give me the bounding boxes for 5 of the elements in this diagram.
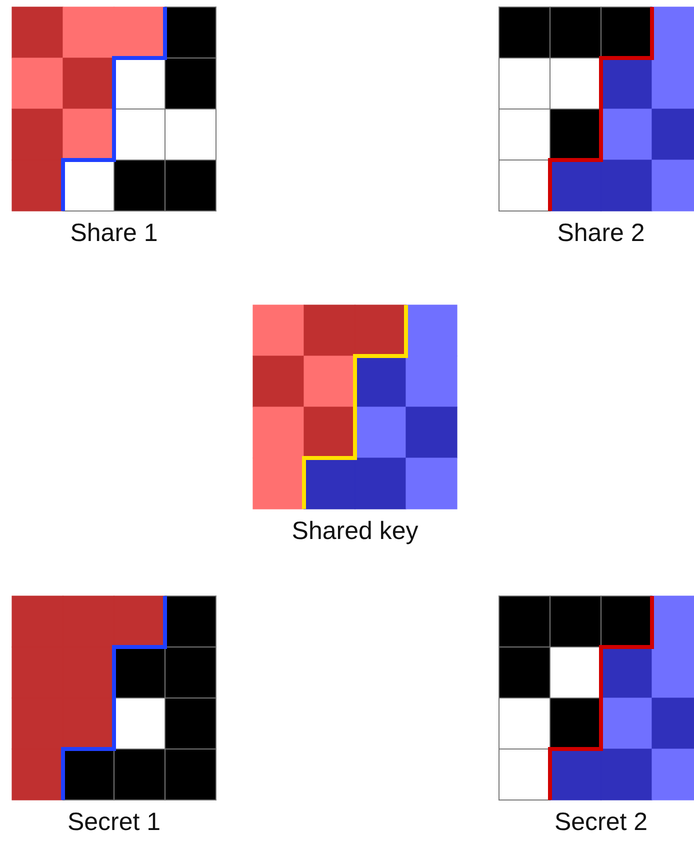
grid-caption: Secret 2 [553, 808, 649, 837]
grid-caption: Secret 1 [66, 808, 162, 837]
grid-caption: Share 2 [556, 219, 646, 248]
grid-caption: Shared key [290, 517, 420, 546]
grid-caption: Share 1 [69, 219, 159, 248]
